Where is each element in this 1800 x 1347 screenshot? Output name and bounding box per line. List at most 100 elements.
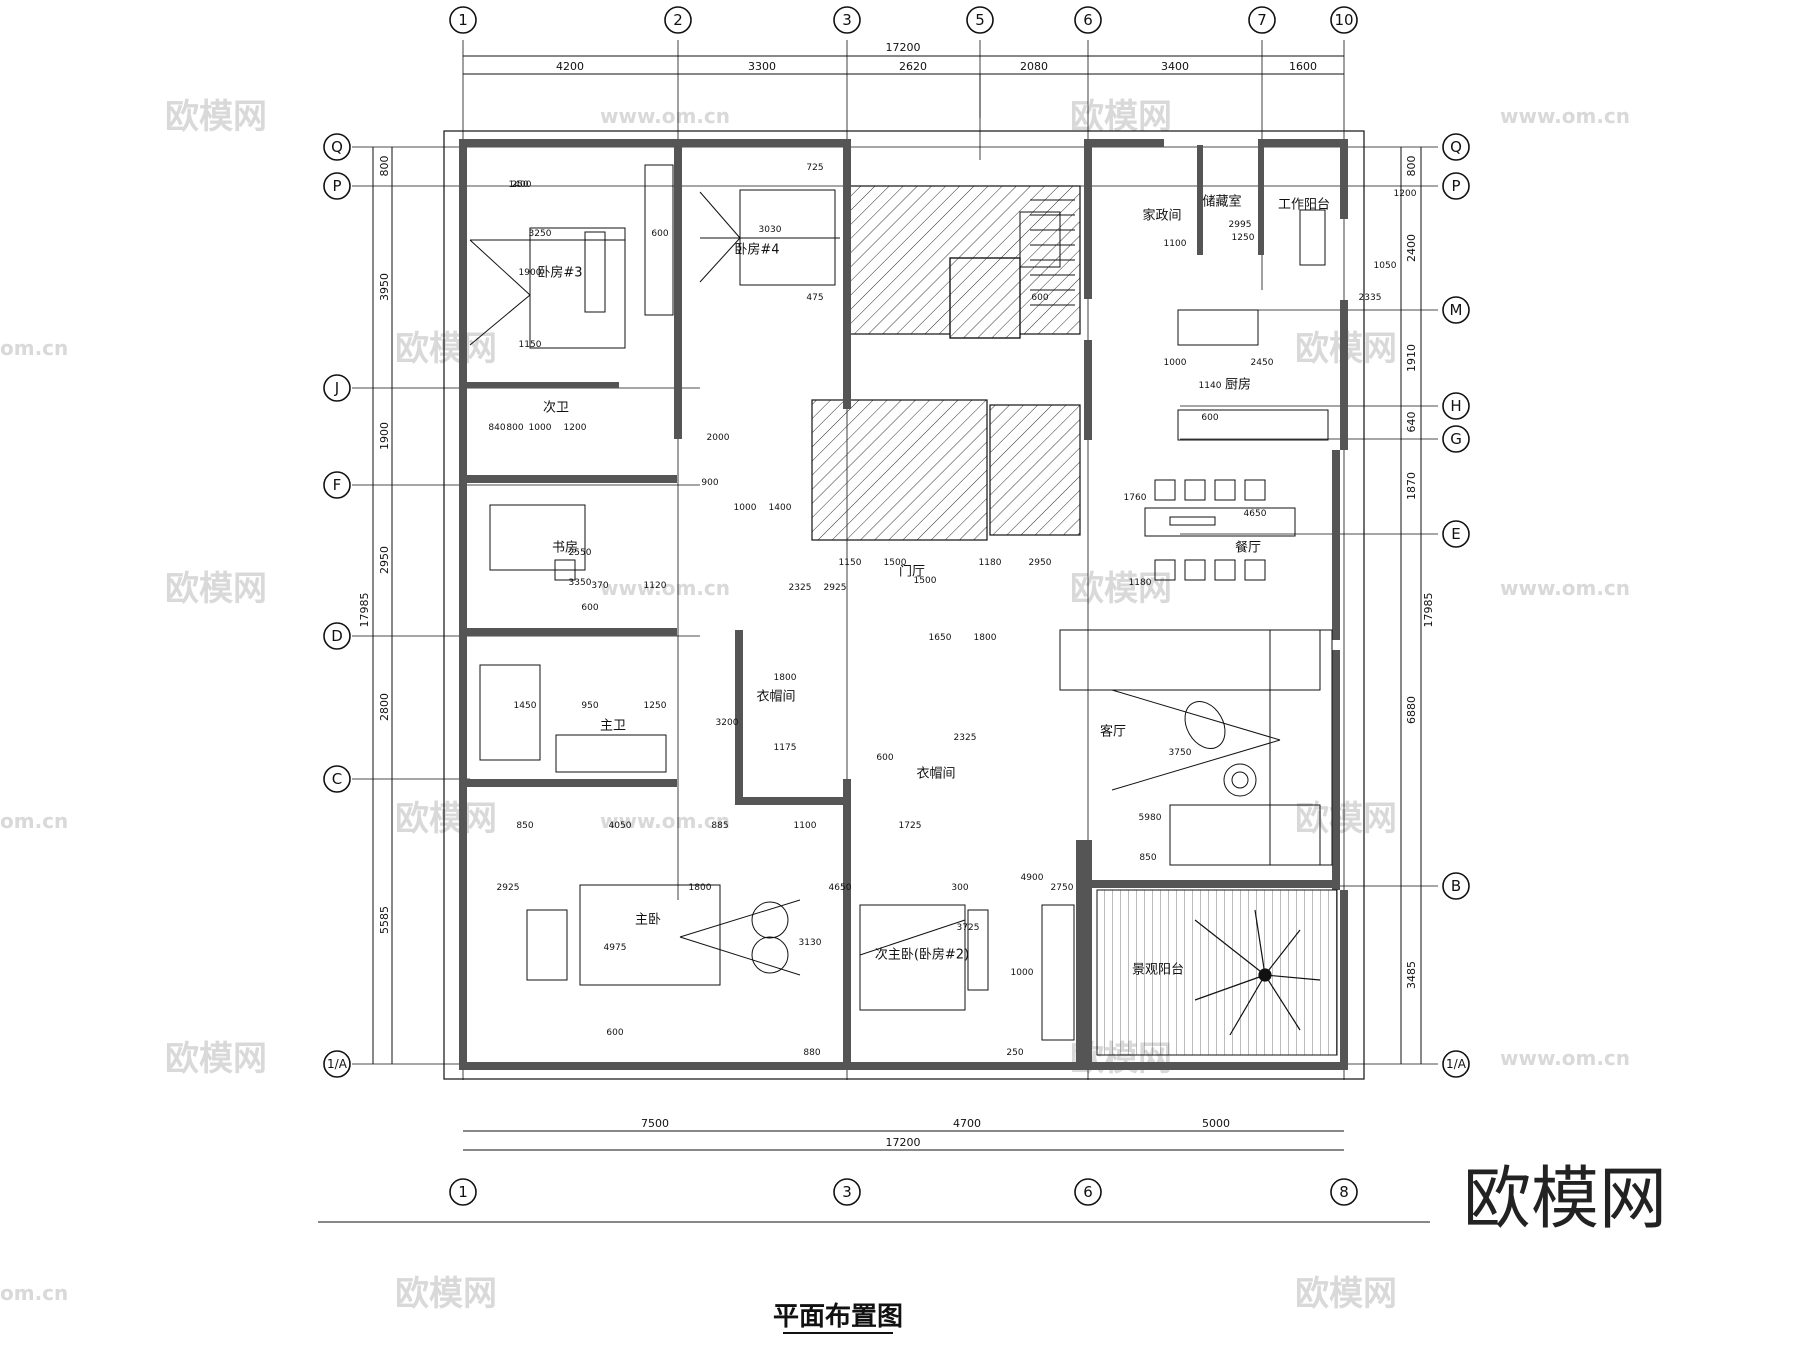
dim-right-seg: 3485 [1405,961,1418,989]
left-axis-bubbles: Q P J F D C 1/A [323,133,351,1078]
dim-bottom-seg: 4700 [953,1117,981,1130]
watermark: 欧模网 [395,329,497,369]
room-label-service-balcony: 工作阳台 [1278,198,1330,213]
dim-top-seg: 2080 [1020,60,1048,73]
interior-dimension: 3200 [716,718,739,728]
interior-dimension: 800 [506,423,523,433]
room-label-closet: 衣帽间 [916,766,955,782]
interior-dimension: 2950 [1029,558,1052,568]
interior-dimension: 300 [951,883,968,893]
building-outline [443,130,1365,1080]
room-label-foyer: 门厅 [899,565,925,580]
interior-dimension: 1900 [519,268,542,278]
interior-dimension: 2325 [954,733,977,743]
furniture [469,164,1333,1041]
interior-dimension: 1800 [974,633,997,643]
interior-dimension: 1000 [1164,358,1187,368]
watermark-url: www.om.cn [1500,576,1630,600]
interior-dimension: 5980 [1139,813,1162,823]
interior-dimension: 1400 [769,503,792,513]
room-label-storage: 储藏室 [1202,194,1241,210]
room-label-kitchen: 厨房 [1225,377,1251,393]
axis-label-bottom-8: 8 [1339,1183,1349,1201]
interior-dimension: 840 [488,423,505,433]
dim-top-seg: 2620 [899,60,927,73]
interior-dimension: 2995 [1229,220,1252,230]
watermark-url: www.om.cn [1500,1046,1630,1070]
watermark: 欧模网 [1070,569,1172,609]
interior-dimension: 3350 [569,578,592,588]
stair-elevator-core [811,185,1081,541]
interior-dimension: 1150 [839,558,862,568]
axis-label-bottom-3: 3 [842,1183,852,1201]
interior-dimension: 370 [591,581,608,591]
interior-dimension: 2335 [1359,293,1382,303]
room-label-closet: 衣帽间 [756,689,795,705]
bottom-dimension-labels: 7500 4700 5000 17200 [641,1117,1230,1149]
interior-dimension: 1100 [1164,239,1187,249]
dim-top-seg: 3400 [1161,60,1189,73]
interior-dimension: 2550 [569,548,592,558]
interior-dimension: 1200 [1394,189,1417,199]
interior-dimension: 2925 [497,883,520,893]
interior-dimension: 1100 [794,821,817,831]
dim-right-seg: 800 [1405,156,1418,177]
dim-left-total: 17985 [358,593,371,628]
interior-dimension: 1800 [689,883,712,893]
room-label-master-bath: 主卫 [600,719,626,734]
watermark: 欧模网 [165,569,267,609]
interior-dimension: 2450 [1251,358,1274,368]
interior-dimension: 600 [651,229,668,239]
room-labels: 卧房#3 卧房#4 次卫 书房 主卫 衣帽间 衣帽间 主卧 次主卧(卧房#2) … [537,194,1330,978]
watermark-url: om.cn [0,336,68,360]
dimension-lines [372,55,1422,1151]
watermark: 欧模网 [165,97,267,137]
room-label-bedroom4: 卧房#4 [734,242,779,258]
room-label-laundry: 家政间 [1142,208,1181,224]
tree-icon [1194,909,1321,1036]
interior-dimension: 1175 [774,743,797,753]
interior-dimension: 2000 [707,433,730,443]
interior-dimension: 600 [581,603,598,613]
axis-label-right-g: G [1450,430,1462,448]
watermark-url: om.cn [0,1281,68,1305]
dim-right-seg: 1870 [1405,472,1418,500]
axis-label-top-2: 2 [673,11,683,29]
dim-top-seg: 4200 [556,60,584,73]
watermark-url: www.om.cn [600,576,730,600]
dim-top-seg: 1600 [1289,60,1317,73]
dim-right-seg: 640 [1405,412,1418,433]
bottom-axis-bubbles: 1 3 6 8 [449,1178,1358,1206]
interior-dimension: 900 [701,478,718,488]
axis-label-left-d: D [331,627,343,645]
interior-dimension: 1150 [519,340,542,350]
interior-dimension: 1250 [644,701,667,711]
interior-dimension: 475 [806,293,823,303]
axis-label-right-h: H [1450,397,1461,415]
dim-bottom-seg: 5000 [1202,1117,1230,1130]
dim-bottom-total: 17200 [886,1136,921,1149]
dim-right-seg: 2400 [1405,234,1418,262]
axis-label-bottom-1: 1 [458,1183,468,1201]
dim-right-total: 17985 [1422,593,1435,628]
right-dimension-labels: 17985 800 2400 1910 640 1870 6880 3485 [1405,156,1435,990]
watermark: 欧模网 [165,1039,267,1079]
watermark: 欧模网 [1070,97,1172,137]
watermark: 欧模网 [395,1274,497,1314]
interior-dimension: 3725 [957,923,980,933]
axis-label-left-p: P [332,177,341,195]
axis-label-left-c: C [332,770,342,788]
room-label-dining: 餐厅 [1235,540,1261,556]
dim-left-seg: 2950 [378,546,391,574]
interior-dimension: 1250 [1232,233,1255,243]
deck-flooring [1096,889,1338,1056]
watermark: 欧模网 [395,799,497,839]
dim-right-seg: 6880 [1405,696,1418,724]
room-label-second-bath: 次卫 [543,400,569,416]
interior-dimension: 3250 [529,229,552,239]
interior-dimension: 1500 [914,576,937,586]
interior-dimension: 4650 [829,883,852,893]
watermark: 欧模网 [1295,1274,1397,1314]
dim-left-seg: 2800 [378,693,391,721]
